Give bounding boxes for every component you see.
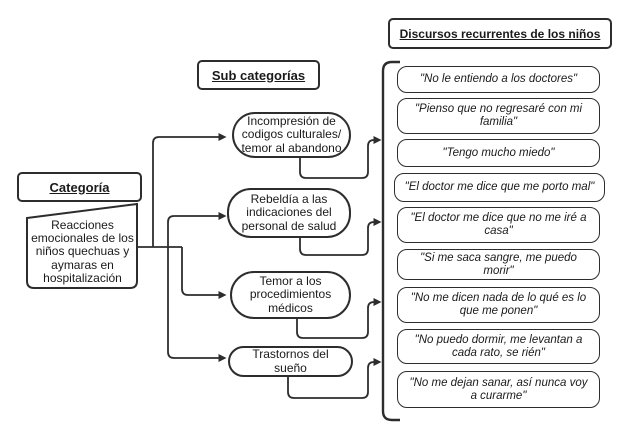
quote-box-5: "El doctor me dice que no me iré a casa"	[397, 207, 600, 243]
subcategory-box-1: Incompresión de codigos culturales/ temo…	[232, 112, 351, 158]
quote-box-2: "Pienso que no regresaré con mi familia"	[397, 98, 600, 134]
discourses-header-label: Discursos recurrentes de los niños	[399, 26, 601, 41]
discourses-header-box: Discursos recurrentes de los niños	[388, 18, 612, 49]
discourse-group-bracket	[381, 60, 400, 422]
connector-cat-sub3	[181, 247, 227, 299]
quote-box-7: "No me dicen nada de lo qué es lo que me…	[397, 287, 600, 323]
quote-box-9: "No me dejan sanar, así nunca voy a cura…	[397, 371, 600, 408]
subcategory-box-3: Temor a los procedimientos médicos	[230, 271, 351, 319]
quote-box-6: "Si me saca sangre, me puedo morir"	[397, 249, 600, 280]
category-to-subcategory-connectors	[137, 133, 227, 362]
category-content-shape	[26, 202, 138, 289]
connector-cat-sub2	[167, 212, 227, 247]
quote-box-3: "Tengo mucho miedo"	[397, 139, 600, 167]
connector-sub2-bracket	[299, 218, 382, 256]
category-header-box: Categoría	[17, 172, 142, 202]
subcategory-box-2: Rebeldía a las indicaciones del personal…	[227, 188, 351, 238]
connector-cat-sub1	[152, 133, 227, 247]
subcategory-to-discourse-connectors	[287, 136, 382, 399]
quote-box-1: "No le entiendo a los doctores"	[397, 66, 600, 93]
subcategories-header-box: Sub categorías	[197, 60, 320, 90]
connector-sub1-bracket	[299, 136, 382, 179]
connector-sub3-bracket	[296, 298, 382, 339]
subcategories-header-label: Sub categorías	[211, 67, 306, 83]
subcategory-box-4: Trastornos del sueño	[228, 346, 353, 377]
category-content-text: Reacciones emocionales de los niños quec…	[31, 218, 134, 285]
quote-box-4: "El doctor me dice que me porto mal"	[394, 173, 605, 202]
connector-sub4-bracket	[287, 358, 382, 399]
connector-cat-sub4	[167, 247, 227, 362]
quote-box-8: "No puedo dormir, me levantan a cada rat…	[397, 329, 600, 364]
category-header-label: Categoría	[49, 179, 110, 195]
